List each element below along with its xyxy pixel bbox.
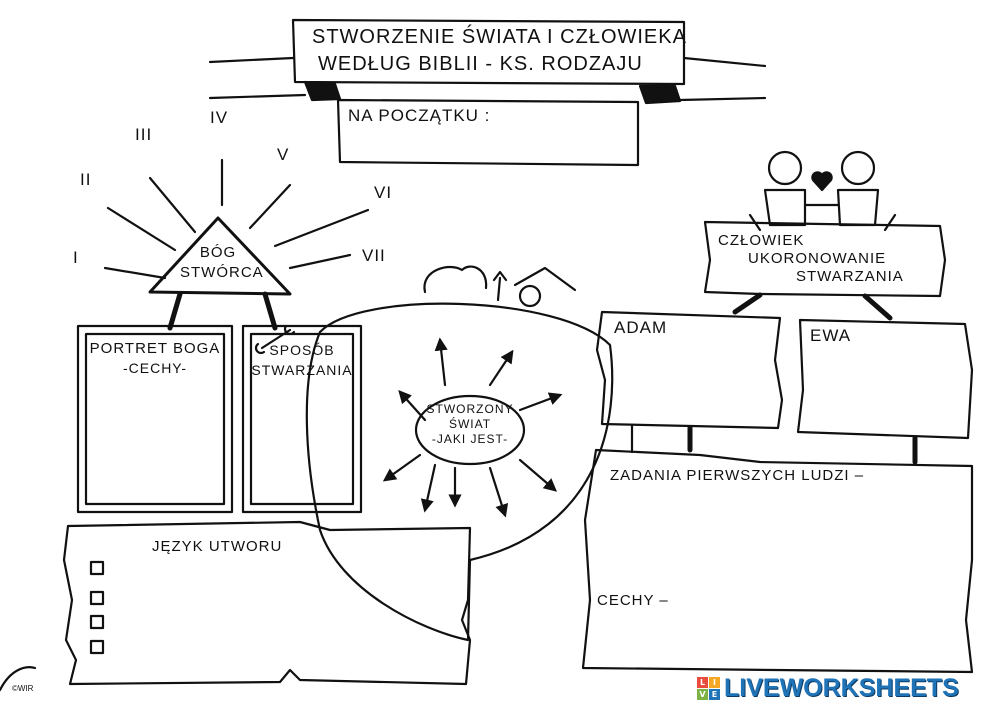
world-globe — [305, 302, 614, 642]
liveworksheets-logo[interactable]: L I V E LIVEWORKSHEETS — [697, 674, 959, 703]
adam-box — [595, 310, 784, 430]
tasks-label: ZADANIA PIERWSZYCH LUDZI – — [610, 467, 865, 484]
human-label-2: UKORONOWANIE — [748, 250, 887, 267]
liveworksheets-icon: L I V E — [697, 677, 720, 700]
checkbox-icon[interactable] — [89, 560, 105, 576]
checkbox-icon[interactable] — [89, 590, 105, 606]
god-triangle — [148, 216, 292, 296]
day-6: VI — [374, 183, 393, 202]
god-label-1: BÓG — [199, 244, 237, 261]
logo-letter: I — [709, 677, 720, 688]
arrows — [382, 337, 563, 518]
world-inner-oval — [414, 394, 526, 466]
human-sign — [703, 220, 947, 298]
rays — [103, 158, 370, 280]
beginning-label: NA POCZĄTKU : — [348, 106, 491, 125]
landscape — [423, 265, 577, 308]
credit: ©WIR — [12, 684, 34, 693]
method-title-1: SPOSÓB — [269, 342, 335, 358]
day-7: VII — [362, 246, 386, 265]
checkboxes — [89, 560, 105, 655]
beginning-box — [336, 98, 640, 167]
eve-label: EWA — [810, 326, 852, 345]
portrait-box — [76, 324, 234, 514]
title-line-2: WEDŁUG BIBLII - KS. RODZAJU — [318, 53, 643, 75]
liveworksheets-wordmark: LIVEWORKSHEETS — [724, 674, 959, 702]
day-5: V — [277, 145, 290, 164]
world-label-2: ŚWIAT — [448, 417, 492, 431]
adam-label: ADAM — [614, 318, 668, 337]
human-figures — [748, 150, 897, 232]
day-2: II — [80, 170, 92, 189]
checkbox-icon[interactable] — [89, 614, 105, 630]
logo-letter: V — [697, 689, 708, 700]
world-label-1: STWORZONY — [426, 402, 514, 416]
method-box — [241, 324, 363, 514]
traits-label: CECHY – — [597, 592, 669, 609]
checkbox-icon[interactable] — [89, 639, 105, 655]
wrench-icon — [254, 324, 296, 355]
portrait-title: PORTRET BOGA — [89, 340, 221, 357]
day-4: IV — [210, 108, 229, 127]
eve-box — [796, 318, 974, 440]
god-label-2: STWÓRCA — [180, 264, 264, 281]
title-line-1: STWORZENIE ŚWIATA I CZŁOWIEKA — [312, 26, 687, 48]
human-label-1: CZŁOWIEK — [718, 232, 805, 249]
human-label-3: STWARZANIA — [796, 268, 904, 285]
method-title-2: STWARZANIA — [251, 362, 353, 378]
logo-letter: L — [697, 677, 708, 688]
heart-icon — [811, 171, 833, 192]
language-label: JĘZYK UTWORU — [152, 538, 283, 555]
world-label-3: -JAKI JEST- — [431, 432, 509, 446]
day-3: III — [135, 125, 153, 144]
portrait-subtitle: -CECHY- — [122, 360, 188, 376]
language-box — [62, 520, 472, 686]
day-1: I — [73, 248, 79, 267]
tasks-box — [581, 448, 974, 674]
logo-letter: E — [709, 689, 720, 700]
